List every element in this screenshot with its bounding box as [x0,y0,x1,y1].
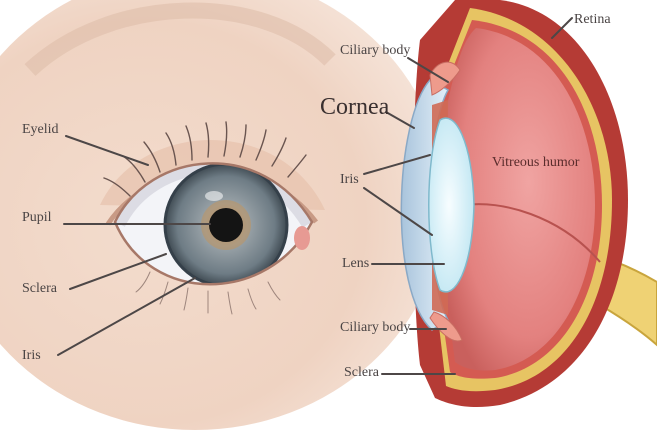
label-eyelid: Eyelid [22,122,59,138]
label-lens: Lens [342,256,369,272]
pupil-disc [209,208,243,242]
eye-cross-section [401,0,657,407]
label-ciliary-body-top: Ciliary body [340,43,410,59]
label-sclera-cross: Sclera [344,365,379,381]
label-iris-front: Iris [22,348,41,364]
tear-duct [294,226,310,250]
label-sclera-front: Sclera [22,281,57,297]
label-vitreous-humor: Vitreous humor [492,155,579,171]
label-ciliary-body-bottom: Ciliary body [340,320,410,336]
label-retina: Retina [574,12,611,28]
label-iris-cross: Iris [340,172,359,188]
label-cornea: Cornea [320,94,389,120]
label-pupil: Pupil [22,210,52,226]
